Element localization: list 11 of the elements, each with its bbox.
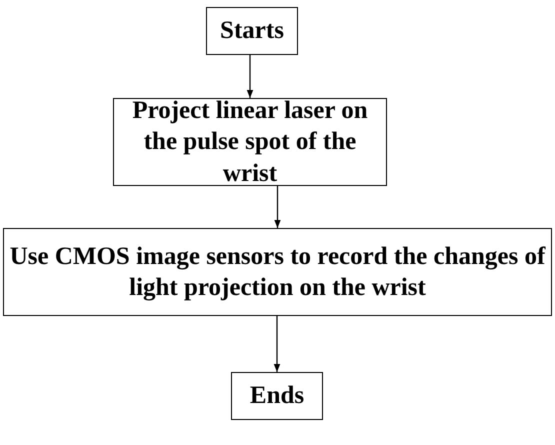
process-box: [113, 98, 387, 186]
arrow: [246, 55, 254, 98]
box-label: Project linear laser on the pulse spot of the wrist: [131, 96, 369, 189]
arrow: [274, 316, 280, 372]
process-box: [3, 228, 552, 316]
box-label: Use CMOS image sensors to record the changes of light projection on the wrist: [8, 242, 546, 303]
box-label: Ends: [250, 381, 304, 412]
arrow: [274, 186, 281, 228]
process-box: [231, 372, 323, 420]
process-box: [206, 7, 298, 55]
box-label: Starts: [220, 16, 284, 46]
